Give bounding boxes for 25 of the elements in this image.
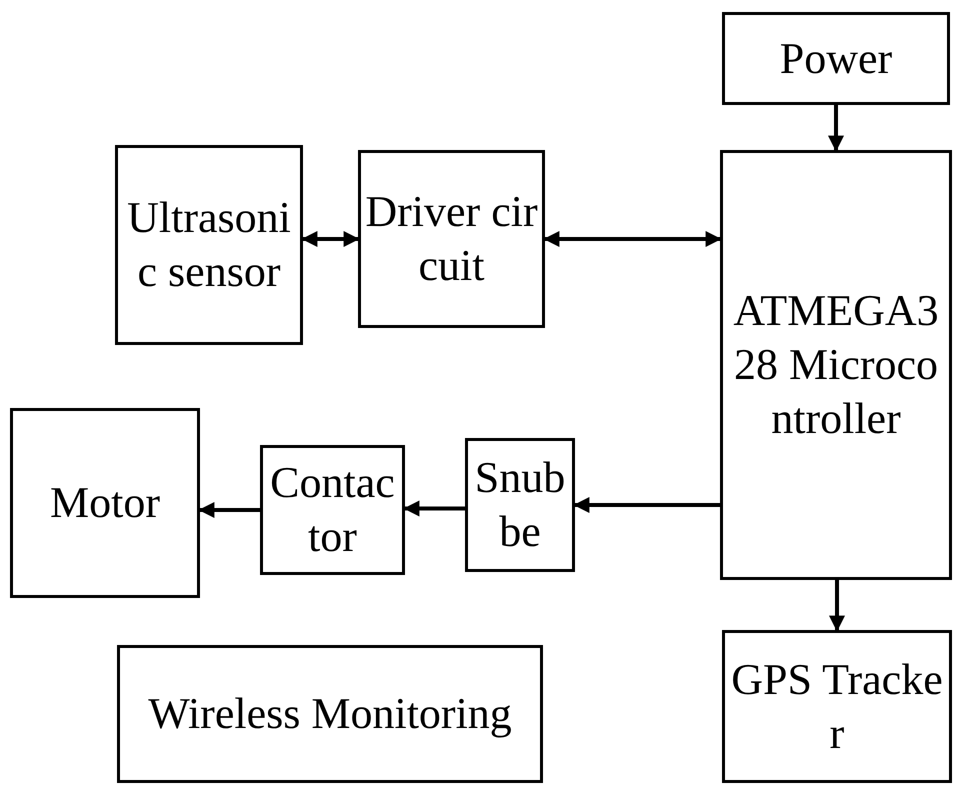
block-label: Driver circuit xyxy=(365,186,538,292)
block-label: Contactor xyxy=(269,457,396,563)
arrow xyxy=(403,500,465,516)
arrow xyxy=(573,497,720,513)
block-box xyxy=(117,645,543,783)
block-label: Wireless Monitoring xyxy=(148,688,512,740)
block-box xyxy=(358,150,545,328)
block-box xyxy=(115,145,303,345)
arrow xyxy=(301,231,360,247)
arrow xyxy=(828,105,844,152)
block-box xyxy=(260,445,405,575)
block-label: Motor xyxy=(50,477,160,529)
block-box xyxy=(10,408,200,598)
block-box xyxy=(722,630,952,783)
block-label: Snubbe xyxy=(474,452,566,558)
arrow xyxy=(829,580,845,632)
block-label: Ultrasonic sensor xyxy=(126,192,292,298)
block-label: ATMEGA328 Microcontroller xyxy=(732,285,940,445)
arrow xyxy=(198,502,260,518)
block-box xyxy=(465,438,575,572)
block-box xyxy=(720,150,952,580)
block-box xyxy=(722,12,950,105)
block-label: GPS Tracker xyxy=(730,654,944,760)
block-label: Power xyxy=(780,32,892,84)
arrow xyxy=(543,231,722,247)
